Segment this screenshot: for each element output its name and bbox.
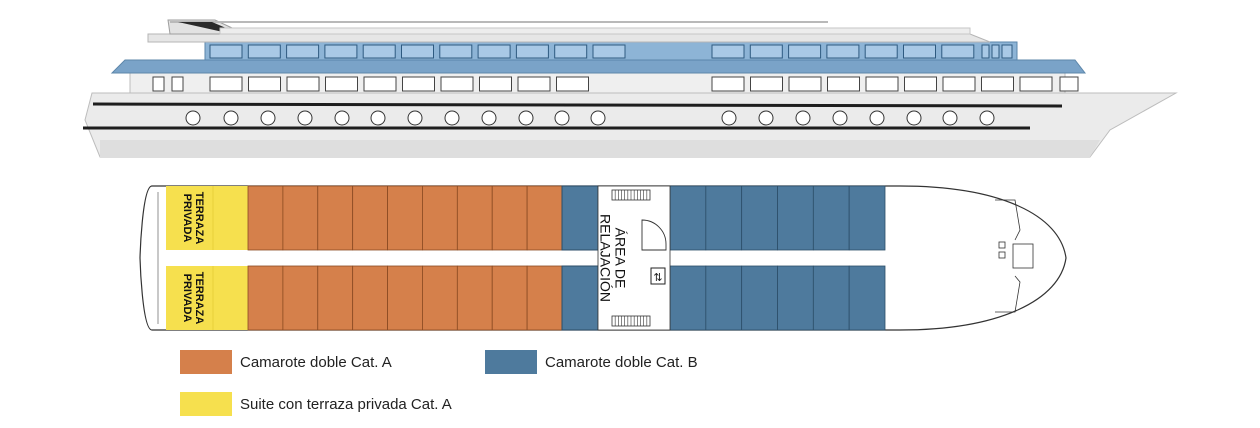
bow-small-box xyxy=(998,241,1006,249)
porthole xyxy=(260,110,276,126)
cabin-cat-a xyxy=(456,185,493,251)
porthole xyxy=(758,110,774,126)
terrace-label-top: TERRAZAPRIVADA xyxy=(181,192,205,245)
cabin-cat-a xyxy=(352,265,388,331)
cabin-cat-a xyxy=(352,185,388,251)
suite-bottom xyxy=(166,266,248,330)
legend-item-cat-b: Camarote doble Cat. B xyxy=(485,350,698,374)
cabin-b-stair-bottom xyxy=(561,265,599,331)
porthole xyxy=(334,110,350,126)
legend-swatch-cat-a xyxy=(180,350,232,374)
deck-plan: TERRAZAPRIVADA TERRAZAPRIVADA ÁREA DEREL… xyxy=(139,185,1067,331)
ship-side-view xyxy=(83,19,1178,158)
cabin-cat-a xyxy=(282,265,319,331)
bow-console xyxy=(1012,243,1034,269)
cabin-cat-a xyxy=(491,265,528,331)
cabin-cat-a xyxy=(247,185,284,251)
porthole xyxy=(832,110,848,126)
cabin-cat-a xyxy=(456,265,493,331)
cabin-cat-a xyxy=(247,265,284,331)
legend-swatch-suite xyxy=(180,392,232,416)
svg-text:⇅: ⇅ xyxy=(653,271,662,284)
hull-stripe-top xyxy=(92,102,1063,108)
legend-label-cat-a: Camarote doble Cat. A xyxy=(240,353,392,371)
cabin-cat-a xyxy=(282,185,319,251)
porthole xyxy=(869,110,885,126)
sun-deck-rail xyxy=(219,27,971,35)
legend-label-cat-b: Camarote doble Cat. B xyxy=(545,353,698,371)
main-deck-windows xyxy=(152,76,1079,92)
porthole xyxy=(979,110,995,126)
cabin-cat-a xyxy=(422,185,458,251)
porthole xyxy=(481,110,497,126)
elevator-icon: ⇅ xyxy=(650,267,666,285)
bow-deck-detail xyxy=(995,199,1021,313)
cabin-cat-b xyxy=(669,185,707,251)
suite-top xyxy=(166,186,248,250)
cabin-cat-a xyxy=(387,265,423,331)
porthole xyxy=(590,110,606,126)
porthole xyxy=(223,110,239,126)
cabin-cat-a xyxy=(317,185,354,251)
cabin-cat-b xyxy=(705,185,743,251)
porthole xyxy=(444,110,460,126)
legend-label-suite: Suite con terraza privada Cat. A xyxy=(240,395,452,413)
porthole xyxy=(370,110,386,126)
porthole xyxy=(518,110,534,126)
bow-small-box-2 xyxy=(998,251,1006,259)
cabin-cat-a xyxy=(387,185,423,251)
sun-deck xyxy=(147,33,991,43)
deck-blue-band xyxy=(110,59,1087,74)
porthole xyxy=(906,110,922,126)
cabin-cat-a xyxy=(491,185,528,251)
cabin-cat-b xyxy=(777,185,814,251)
porthole xyxy=(795,110,811,126)
porthole xyxy=(942,110,958,126)
cabin-cat-b xyxy=(669,265,707,331)
cabin-cat-b xyxy=(812,185,850,251)
terrace-label-bottom: TERRAZAPRIVADA xyxy=(181,272,205,325)
cabin-b-stair-top xyxy=(561,185,599,251)
porthole xyxy=(185,110,201,126)
porthole xyxy=(297,110,313,126)
legend-item-cat-a: Camarote doble Cat. A xyxy=(180,350,392,374)
stair-top-icon xyxy=(611,189,651,201)
spiral-stair-icon xyxy=(641,219,667,251)
porthole xyxy=(407,110,423,126)
cabin-cat-b xyxy=(741,265,778,331)
cabin-cat-a xyxy=(526,185,563,251)
upper-deck-windows xyxy=(209,44,1013,59)
cabin-cat-a xyxy=(526,265,563,331)
cabin-cat-a xyxy=(422,265,458,331)
cabin-cat-b xyxy=(812,265,850,331)
relax-area xyxy=(597,185,671,331)
cabin-cat-b xyxy=(777,265,814,331)
cabins-cat-a xyxy=(247,185,563,331)
cabin-cat-b xyxy=(705,265,743,331)
legend-item-suite: Suite con terraza privada Cat. A xyxy=(180,392,452,416)
porthole xyxy=(554,110,570,126)
hull-lower-shade xyxy=(100,140,1100,157)
porthole xyxy=(721,110,737,126)
cabin-cat-b xyxy=(848,185,886,251)
cabin-cat-b xyxy=(741,185,778,251)
legend-swatch-cat-b xyxy=(485,350,537,374)
cabins-cat-b xyxy=(669,185,886,331)
cabin-cat-b xyxy=(848,265,886,331)
portholes xyxy=(185,110,995,126)
cabin-cat-a xyxy=(317,265,354,331)
stair-bottom-icon xyxy=(611,315,651,327)
relax-area-label: ÁREA DERELAJACIÓN xyxy=(598,214,629,302)
